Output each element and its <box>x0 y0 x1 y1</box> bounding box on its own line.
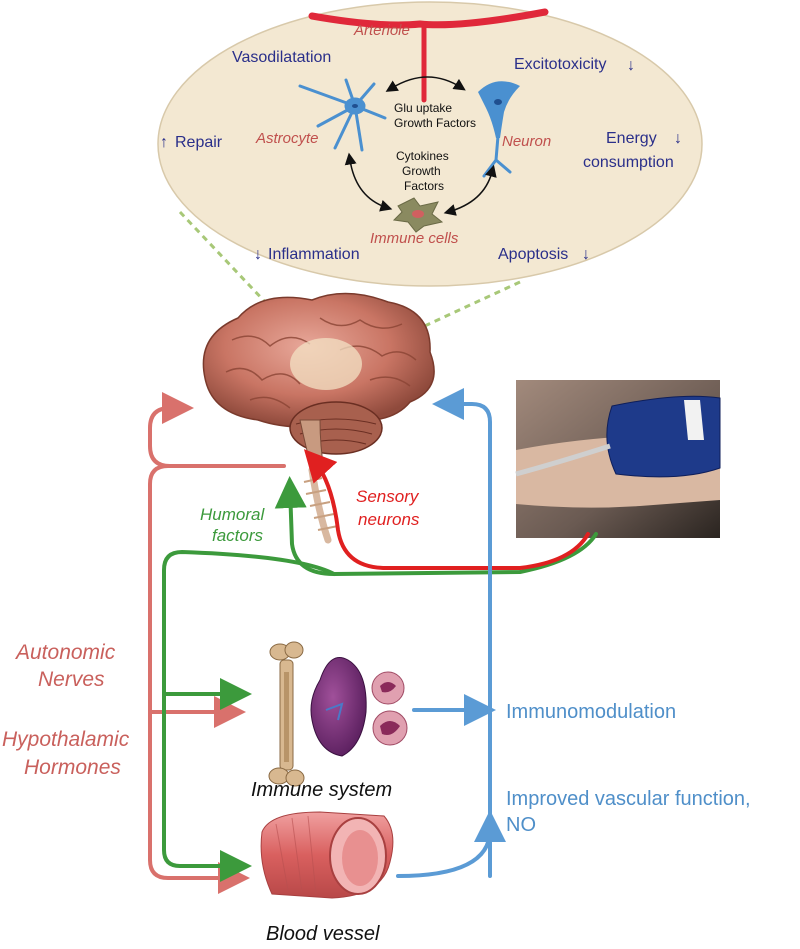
label-hypothalamic: Hypothalamic <box>2 728 130 751</box>
arrow-neuron-immune <box>443 164 497 216</box>
neurovascular-unit-inset: Arteriole Astrocyte Neuron Immune cells <box>157 1 703 367</box>
label-growth-factors-top: Growth Factors <box>394 116 476 130</box>
bone-illustration <box>268 641 305 787</box>
label-no: NO <box>506 814 536 836</box>
humoral-pathway-arrows <box>162 476 598 882</box>
cuff-tube <box>515 443 611 477</box>
label-growth: Growth <box>402 164 441 178</box>
label-factors: Factors <box>404 179 444 193</box>
label-consumption: consumption <box>583 154 674 171</box>
feedback-pathway-arrows <box>396 388 506 878</box>
energy-down-arrow: ↓ <box>674 130 682 147</box>
label-neuron: Neuron <box>502 133 551 150</box>
label-inflammation: Inflammation <box>268 246 360 263</box>
label-glu-uptake: Glu uptake <box>394 101 452 115</box>
inset-ellipse <box>157 1 703 287</box>
label-immune-cells: Immune cells <box>370 230 459 247</box>
label-astrocyte: Astrocyte <box>255 130 319 147</box>
label-vasodilatation: Vasodilatation <box>232 49 331 66</box>
arteriole-vessel <box>308 8 549 29</box>
arrow-astrocyte-neuron <box>385 76 466 92</box>
label-humoral: Humoral <box>200 505 265 524</box>
repair-up-arrow: ↑ <box>160 134 168 151</box>
excitotoxicity-down-arrow: ↓ <box>627 57 635 74</box>
brain-inset-spot <box>290 338 362 390</box>
arrow-astrocyte-immune <box>344 152 393 212</box>
label-sensory-neurons: neurons <box>358 510 420 529</box>
label-sensory: Sensory <box>356 487 420 506</box>
label-improved-vascular-function: Improved vascular function, <box>506 788 751 810</box>
label-immune-system: Immune system <box>251 779 392 801</box>
inflammation-down-arrow: ↓ <box>254 246 262 263</box>
label-apoptosis: Apoptosis <box>498 246 568 263</box>
label-humoral-factors: factors <box>212 526 264 545</box>
label-hypothalamic-hormones: Hormones <box>24 756 121 779</box>
label-blood-vessel: Blood vessel <box>266 923 380 945</box>
label-excitotoxicity: Excitotoxicity <box>514 56 606 73</box>
label-arteriole: Arteriole <box>353 22 410 39</box>
brain-illustration <box>202 292 435 544</box>
label-repair: Repair <box>175 134 223 151</box>
spleen-illustration <box>310 657 367 757</box>
label-autonomic: Autonomic <box>14 641 116 664</box>
apoptosis-down-arrow: ↓ <box>582 246 590 263</box>
label-immunomodulation: Immunomodulation <box>506 701 676 723</box>
sensory-neuron-arrow <box>303 449 590 570</box>
white-blood-cells <box>371 671 408 746</box>
label-autonomic-nerves: Nerves <box>38 668 105 691</box>
immune-cell <box>392 197 444 233</box>
autonomic-pathway-arrows <box>148 392 286 894</box>
astrocyte-cell <box>298 78 387 152</box>
label-energy: Energy <box>606 130 657 147</box>
immune-system-organs: Immune system <box>251 641 408 801</box>
blood-vessel-illustration: Blood vessel <box>260 811 394 945</box>
label-cytokines: Cytokines <box>396 149 449 163</box>
blood-pressure-cuff-photo <box>515 380 721 538</box>
